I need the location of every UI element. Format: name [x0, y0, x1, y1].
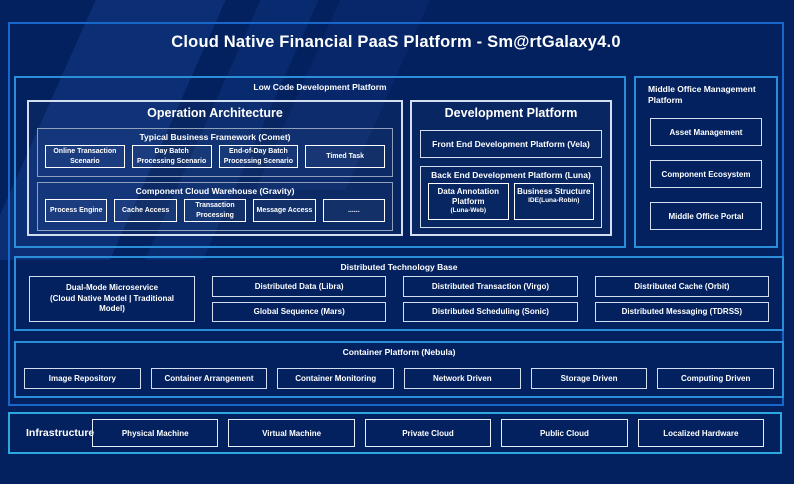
middle-office-section: Middle Office Management Platform Asset …	[634, 76, 778, 248]
luna-chip-title: Data Annotation Platform	[437, 187, 499, 206]
development-platform-title: Development Platform	[444, 106, 578, 120]
middle-office-item: Middle Office Portal	[650, 202, 762, 230]
infrastructure-chip: Physical Machine	[92, 419, 219, 447]
infrastructure-section: Infrastructure Physical Machine Virtual …	[8, 412, 782, 454]
distributed-technology-label: Distributed Technology Base	[340, 262, 458, 272]
luna-chip-row: Data Annotation Platform (Luna-Web) Busi…	[428, 183, 594, 220]
container-chip: Image Repository	[24, 368, 141, 389]
luna-chip-sub: IDE(Luna-Robin)	[528, 197, 580, 204]
distributed-chip: Global Sequence (Mars)	[212, 301, 387, 322]
distributed-chip: Distributed Cache (Orbit)	[594, 276, 769, 297]
middle-office-item: Asset Management	[650, 118, 762, 146]
front-end-platform-box: Front End Development Platform (Vela)	[420, 130, 602, 158]
luna-chip-title: Business Structure	[517, 187, 591, 196]
container-chip: Container Arrangement	[150, 368, 268, 389]
infrastructure-chip-row: Physical Machine Virtual Machine Private…	[92, 419, 765, 447]
component-chip: Message Access	[253, 199, 316, 222]
low-code-platform-section: Low Code Development Platform Operation …	[14, 76, 626, 248]
container-chip-row: Image Repository Container Arrangement C…	[24, 368, 775, 389]
container-chip: Network Driven	[404, 368, 521, 389]
distributed-column: Distributed Data (Libra) Global Sequence…	[212, 276, 387, 322]
dual-mode-line2: (Cloud Native Model | Traditional Model)	[49, 293, 175, 314]
business-scenario-chip: End-of-Day Batch Processing Scenario	[218, 145, 299, 168]
dual-mode-microservice-box: Dual-Mode Microservice (Cloud Native Mod…	[29, 276, 195, 322]
component-chip-more: ......	[322, 199, 386, 222]
gravity-chip-row: Process Engine Cache Access Transaction …	[45, 199, 386, 222]
gravity-warehouse-group: Component Cloud Warehouse (Gravity) Proc…	[37, 182, 393, 231]
back-end-platform-group: Back End Development Platform (Luna) Dat…	[420, 166, 602, 228]
data-annotation-platform-chip: Data Annotation Platform (Luna-Web)	[428, 183, 509, 220]
infrastructure-chip: Virtual Machine	[228, 419, 355, 447]
distributed-chip: Distributed Data (Libra)	[212, 276, 387, 297]
business-scenario-chip: Online Transaction Scenario	[45, 145, 125, 168]
operation-architecture-panel: Operation Architecture Typical Business …	[27, 100, 403, 236]
business-scenario-chip: Timed Task	[305, 145, 385, 168]
infrastructure-chip: Localized Hardware	[637, 419, 765, 447]
distributed-chip: Distributed Scheduling (Sonic)	[403, 301, 578, 322]
middle-office-item: Component Ecosystem	[650, 160, 762, 188]
luna-chip-sub: (Luna-Web)	[450, 207, 487, 214]
container-chip: Computing Driven	[657, 368, 775, 389]
page-title: Cloud Native Financial PaaS Platform - S…	[171, 33, 621, 51]
comet-chip-row: Online Transaction Scenario Day Batch Pr…	[45, 145, 385, 168]
container-platform-label: Container Platform (Nebula)	[342, 347, 456, 357]
infrastructure-chip: Private Cloud	[364, 419, 492, 447]
main-frame: Cloud Native Financial PaaS Platform - S…	[8, 22, 784, 406]
infrastructure-chip: Public Cloud	[501, 419, 628, 447]
component-chip: Cache Access	[114, 199, 177, 222]
infrastructure-label: Infrastructure	[26, 427, 95, 439]
comet-framework-label: Typical Business Framework (Comet)	[139, 132, 291, 142]
back-end-platform-label: Back End Development Platform (Luna)	[431, 170, 591, 180]
business-scenario-chip: Day Batch Processing Scenario	[131, 145, 212, 168]
development-platform-panel: Development Platform Front End Developme…	[410, 100, 612, 236]
component-chip: Process Engine	[45, 199, 108, 222]
comet-framework-group: Typical Business Framework (Comet) Onlin…	[37, 128, 393, 177]
business-structure-ide-chip: Business Structure IDE(Luna-Robin)	[513, 183, 594, 220]
gravity-warehouse-label: Component Cloud Warehouse (Gravity)	[135, 186, 295, 196]
component-chip: Transaction Processing	[183, 199, 247, 222]
operation-architecture-title: Operation Architecture	[147, 106, 283, 120]
distributed-chip: Distributed Messaging (TDRSS)	[594, 301, 769, 322]
container-platform-section: Container Platform (Nebula) Image Reposi…	[14, 341, 784, 398]
middle-office-label: Middle Office Management Platform	[648, 84, 756, 106]
distributed-column: Distributed Transaction (Virgo) Distribu…	[403, 276, 578, 322]
container-chip: Container Monitoring	[277, 368, 395, 389]
distributed-chip: Distributed Transaction (Virgo)	[403, 276, 578, 297]
distributed-body: Dual-Mode Microservice (Cloud Native Mod…	[29, 276, 769, 322]
dual-mode-line1: Dual-Mode Microservice	[65, 282, 159, 292]
low-code-platform-label: Low Code Development Platform	[253, 82, 387, 92]
distributed-technology-section: Distributed Technology Base Dual-Mode Mi…	[14, 256, 784, 331]
container-chip: Storage Driven	[530, 368, 648, 389]
distributed-column: Distributed Cache (Orbit) Distributed Me…	[594, 276, 769, 322]
